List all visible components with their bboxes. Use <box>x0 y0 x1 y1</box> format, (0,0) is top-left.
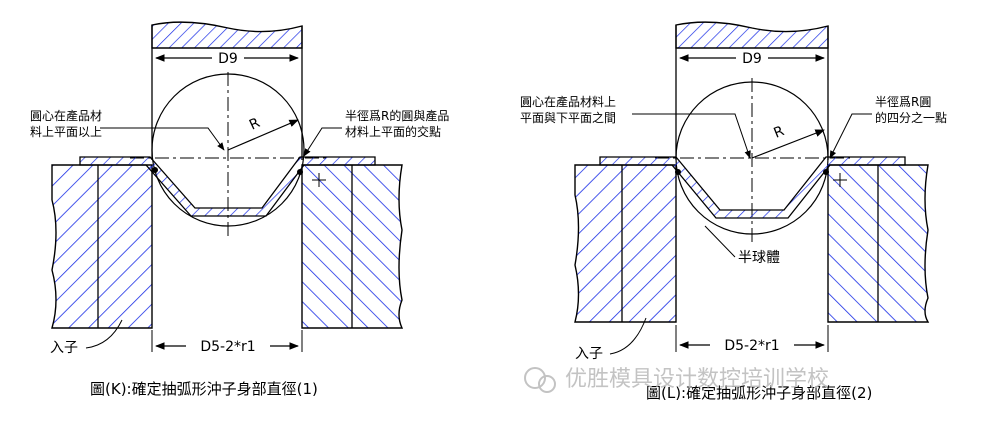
right-center-note-line1: 圓心在產品材料上 <box>520 94 616 109</box>
left-radius-line <box>227 119 299 151</box>
right-quarter-note-line1: 半徑爲R圓 <box>875 95 931 109</box>
left-d9-label: D9 <box>218 51 238 67</box>
right-d9-label: D9 <box>742 51 762 67</box>
left-intersect-note-line2: 材料上平面的交點 <box>345 124 441 139</box>
right-sheet-material <box>599 156 906 219</box>
left-center-note-line1: 圓心在產品材 <box>30 108 102 123</box>
right-d5-label: D5-2*r1 <box>724 338 779 354</box>
left-insert-label: 入子 <box>50 340 78 356</box>
left-d5-label: D5-2*r1 <box>200 339 255 355</box>
right-center-note-line2: 平面與下平面之間 <box>520 111 616 125</box>
right-punch-shank <box>675 21 829 49</box>
left-die-left-block <box>51 164 153 329</box>
watermark: 优胜模具设计数控培训学校 <box>524 367 829 393</box>
left-panel: D9 R 圓心在產品材 料上平面以上 半徑爲R的圓與產品 材料上平面的交點 入子 <box>30 21 449 398</box>
right-hemisphere-label: 半球體 <box>738 250 780 266</box>
right-panel: D9 R 圓心在產品材料上 平面與下平面之間 半徑爲R圓 的四分之一點 半球體 … <box>520 21 947 402</box>
left-radius-label: R <box>247 115 263 134</box>
right-radius-label: R <box>772 123 787 142</box>
right-quarter-note-line2: 的四分之一點 <box>875 110 947 125</box>
wechat-icon <box>524 367 546 389</box>
left-center-note-line2: 料上平面以上 <box>30 125 102 139</box>
right-die-left-block <box>574 164 677 323</box>
right-radius-line <box>751 129 825 159</box>
watermark-text: 优胜模具设计数控培训学校 <box>565 367 829 392</box>
left-punch-shank <box>151 21 303 49</box>
right-insert-label: 入子 <box>575 346 603 362</box>
left-intersect-note-line1: 半徑爲R的圓與產品 <box>345 108 449 123</box>
left-caption: 圖(K):確定抽弧形沖子身部直徑(1) <box>90 380 318 398</box>
right-caption: 圖(L):確定抽弧形沖子身部直徑(2) <box>646 384 872 402</box>
